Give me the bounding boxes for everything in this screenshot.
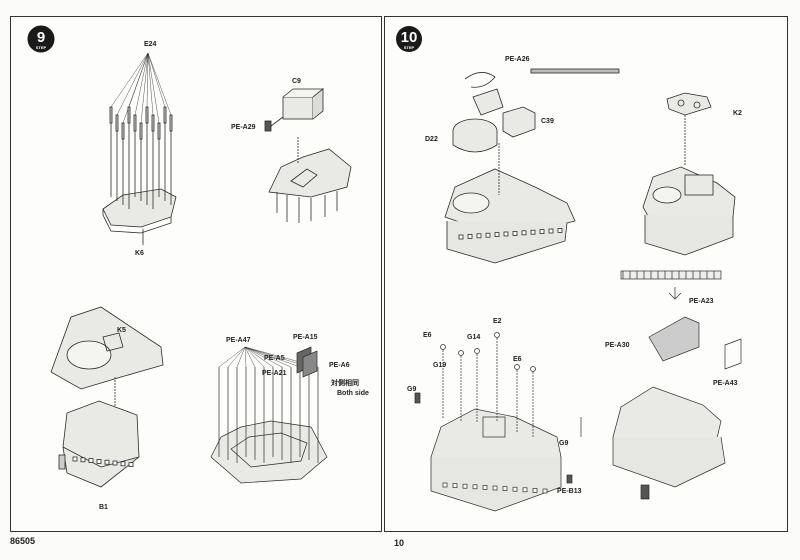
bridge-mast-assembly [414,332,573,512]
callout-e2: E2 [493,318,502,325]
callout-d22: D22 [425,136,438,143]
callout-pe-a26: PE-A26 [505,56,530,63]
callout-g19: G19 [433,362,446,369]
callout-b1: B1 [99,504,108,511]
callout-pe-b13: PE-B13 [557,488,582,495]
step-badge: 9 STEP [27,25,55,53]
callout-pe-a47: PE-A47 [226,337,251,344]
step-10-diagram: 10 STEP PE-A26 D22 C39 [396,26,742,512]
callout-g9-left: G9 [407,386,416,393]
callout-g14: G14 [467,334,480,341]
step-number: 9 [37,29,45,46]
step-9-diagram: 9 STEP E24 K6 C9 PE-A29 [27,25,369,511]
callout-c9: C9 [292,78,301,85]
callout-e6-right: E6 [513,356,522,363]
callout-pe-a30: PE-A30 [605,342,630,349]
bridge-k2-assembly [642,92,736,256]
bridge-d22-c39-assembly [444,68,620,264]
callout-pe-a29: PE-A29 [231,124,256,131]
step-label: STEP [36,45,47,50]
product-code: 86505 [10,536,36,546]
step-label: STEP [404,45,415,50]
railing-pe-assembly [210,346,328,484]
callout-pe-a15: PE-A15 [293,334,318,341]
callout-c39: C39 [541,118,554,125]
step-9-panel: 9 STEP E24 K6 C9 PE-A29 [10,16,382,532]
step-number: 10 [401,29,418,46]
page-number: 10 [394,538,405,548]
callout-e24: E24 [144,41,157,48]
callout-k2: K2 [733,110,742,117]
bridge-railing-assembly [580,270,742,500]
deck-c9-assembly [264,88,352,223]
step-badge: 10 STEP [396,26,422,52]
callout-both-side-jp: 対側相同 [330,378,359,387]
callout-pe-a6: PE-A6 [329,362,350,369]
callout-pe-a23: PE-A23 [689,298,714,305]
callout-pe-a43: PE-A43 [713,380,738,387]
callout-both-side: Both side [337,390,369,397]
callout-k5: K5 [117,327,126,334]
callout-e6-left: E6 [423,332,432,339]
k5-b1-assembly [50,306,164,488]
callout-pe-a21: PE-A21 [262,370,287,377]
callout-g9-right: G9 [559,440,568,447]
step-10-panel: 10 STEP PE-A26 D22 C39 [384,16,788,532]
callout-pe-a5: PE-A5 [264,355,285,362]
callout-k6: K6 [135,250,144,257]
mast-base-assembly [102,52,177,245]
